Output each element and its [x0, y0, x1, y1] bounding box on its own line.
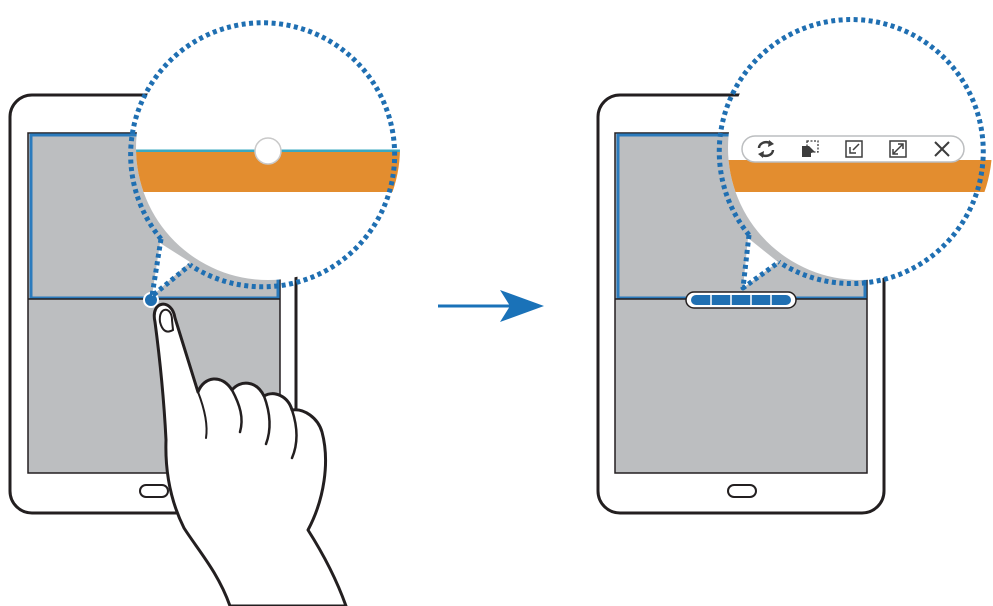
maximize-window-icon[interactable] — [889, 140, 907, 158]
minimize-window-icon[interactable] — [845, 140, 863, 158]
knuckle-line-1 — [230, 388, 243, 434]
thumb-crease — [197, 391, 208, 439]
hand-shape — [152, 302, 348, 606]
arrow-right-icon — [438, 290, 544, 322]
knuckle-line-3 — [290, 408, 298, 460]
magnifier-step-2 — [716, 16, 992, 291]
magnifier-dotted-pointer — [149, 238, 192, 299]
magnified-handle-circle[interactable] — [254, 137, 282, 165]
magnifier-pointer — [152, 243, 190, 296]
magnifier-step-1 — [128, 16, 400, 299]
knuckle-line-2 — [262, 394, 271, 446]
share-content-icon[interactable] — [802, 140, 819, 157]
tapping-hand — [152, 302, 348, 606]
magnified-orange-bar — [728, 160, 992, 192]
fingernail — [158, 308, 175, 333]
home-button[interactable] — [727, 484, 757, 498]
close-app-icon[interactable] — [934, 141, 950, 157]
magnifier-dotted-outline — [716, 17, 986, 287]
switch-windows-icon[interactable] — [757, 140, 775, 158]
home-button[interactable] — [139, 484, 169, 498]
divider-options-bar[interactable] — [685, 291, 797, 309]
magnifier-pointer — [743, 238, 778, 288]
magnifier-dotted-pointer — [740, 234, 781, 291]
